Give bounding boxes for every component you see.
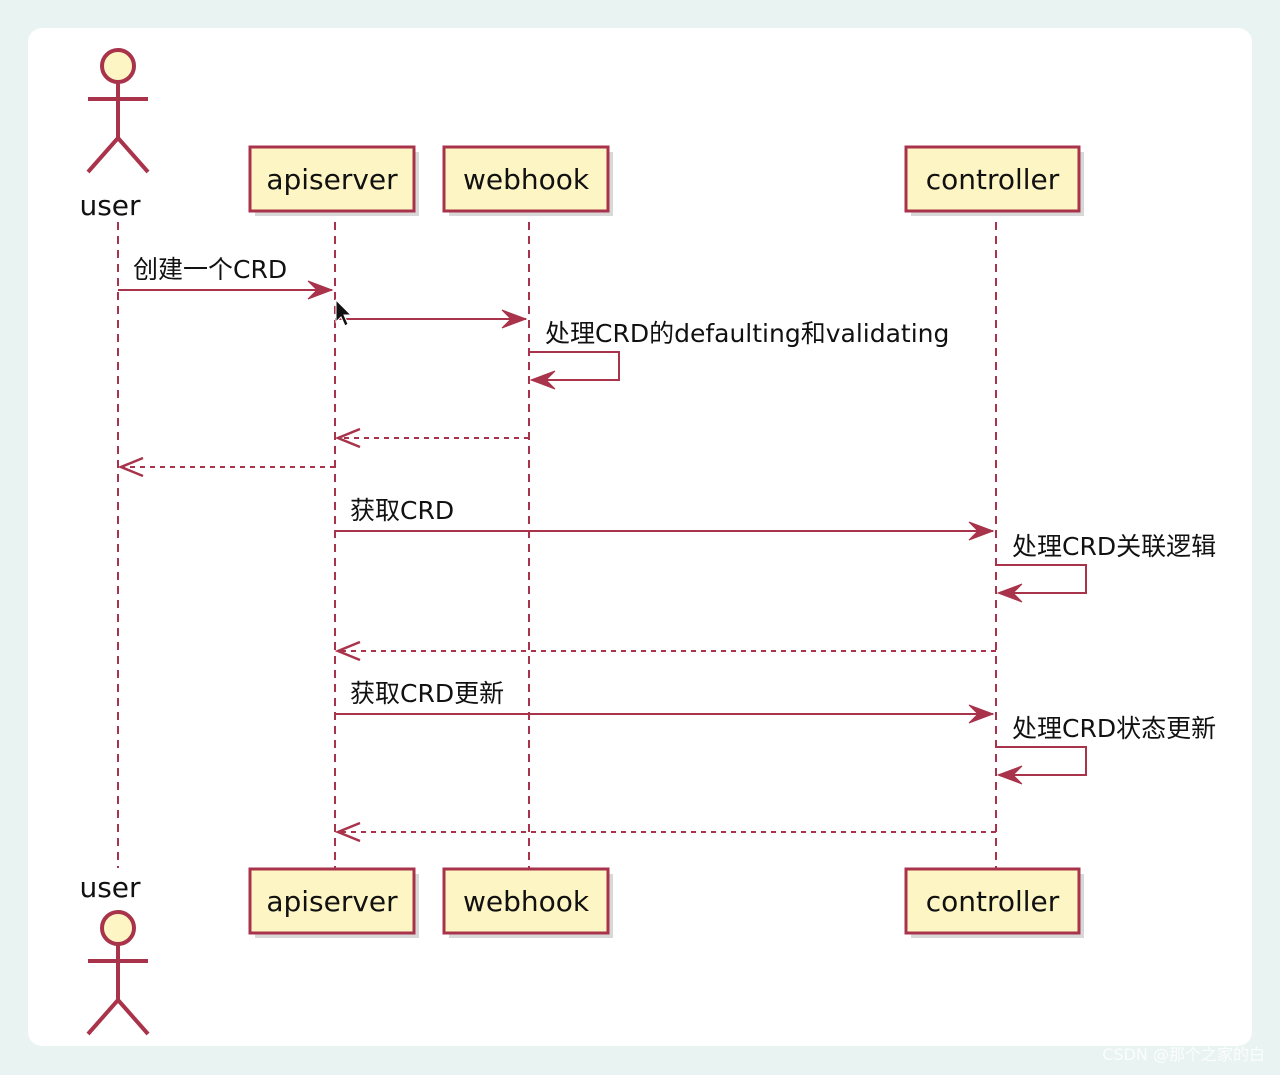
actor-figure-top <box>86 48 150 174</box>
self-message-line <box>996 564 1087 594</box>
arrowhead-icon <box>968 521 995 541</box>
actor-figure-bottom <box>86 910 150 1036</box>
open-arrowhead-icon <box>334 640 361 662</box>
self-message-line <box>529 351 620 381</box>
message-label: 创建一个CRD <box>133 255 287 284</box>
participant-label: controller <box>926 885 1060 918</box>
participant-box-webhook-bottom: webhook <box>442 867 613 938</box>
message-11 <box>334 821 996 843</box>
participant-box-rect <box>904 867 1081 935</box>
message-10: 处理CRD状态更新 <box>996 714 1216 785</box>
lifelines <box>117 222 997 868</box>
arrowhead-icon <box>968 704 995 724</box>
participants: user user apiserver apiserver webhook webhook… <box>79 48 1084 1036</box>
arrowhead-icon <box>501 309 528 329</box>
actor-leg-right-icon <box>116 998 150 1036</box>
participant-box-controller-bottom: controller <box>904 867 1084 938</box>
participant-box-controller-top: controller <box>904 145 1084 216</box>
open-arrowhead-icon <box>117 456 144 478</box>
participant-box-rect <box>904 145 1081 213</box>
participant-label: webhook <box>463 163 590 196</box>
actor-label-top: user <box>79 189 141 222</box>
participant-box-webhook-top: webhook <box>442 145 613 216</box>
message-label: 处理CRD关联逻辑 <box>1012 532 1216 561</box>
participant-label: apiserver <box>266 885 398 918</box>
message-1: 创建一个CRD <box>118 255 334 300</box>
message-2 <box>335 309 528 329</box>
participant-box-rect <box>248 867 416 935</box>
arrowhead-icon <box>996 583 1023 603</box>
message-4 <box>334 427 529 449</box>
open-arrowhead-icon <box>334 821 361 843</box>
messages: 创建一个CRD 处理CRD的defaulting和validating 获取CRD 处… <box>117 255 1216 843</box>
message-label: 处理CRD状态更新 <box>1012 714 1216 743</box>
message-label: 获取CRD更新 <box>350 679 504 708</box>
arrowhead-icon <box>529 370 556 390</box>
actor-leg-right-icon <box>116 136 150 174</box>
participant-box-rect <box>442 867 610 935</box>
actor-leg-left-icon <box>86 136 120 174</box>
participant-label: webhook <box>463 885 590 918</box>
message-label: 处理CRD的defaulting和validating <box>545 319 949 348</box>
actor-head-icon <box>100 910 136 946</box>
message-6: 获取CRD <box>335 496 995 541</box>
arrowhead-icon <box>307 280 334 300</box>
message-9: 获取CRD更新 <box>335 679 995 724</box>
actor-head-icon <box>100 48 136 84</box>
participant-label: controller <box>926 163 1060 196</box>
participant-label: apiserver <box>266 163 398 196</box>
actor-label-bottom: user <box>79 871 141 904</box>
message-8 <box>334 640 996 662</box>
message-label: 获取CRD <box>350 496 454 525</box>
participant-box-apiserver-top: apiserver <box>248 145 419 216</box>
message-7: 处理CRD关联逻辑 <box>996 532 1216 603</box>
actor-leg-left-icon <box>86 998 120 1036</box>
participant-box-apiserver-bottom: apiserver <box>248 867 419 938</box>
message-3: 处理CRD的defaulting和validating <box>529 319 949 390</box>
watermark-text: CSDN @那个之家的白 <box>1102 1045 1265 1064</box>
participant-box-rect <box>442 145 610 213</box>
self-message-line <box>996 746 1087 776</box>
mouse-cursor-icon <box>335 298 353 327</box>
arrowhead-icon <box>996 765 1023 785</box>
participant-box-rect <box>248 145 416 213</box>
message-5 <box>117 456 335 478</box>
open-arrowhead-icon <box>334 427 361 449</box>
